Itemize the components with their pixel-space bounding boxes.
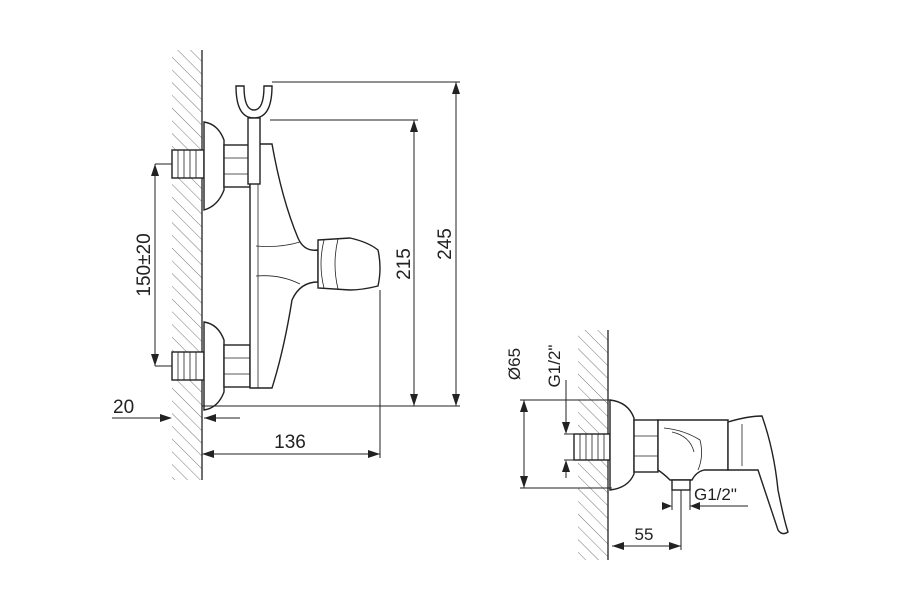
label-outlet-thread: G1/2" — [694, 485, 737, 504]
shower-holder — [235, 85, 273, 185]
dim-outlet-thread: G1/2" — [662, 485, 748, 510]
mixer-handle-right — [727, 415, 789, 535]
upper-escutcheon — [203, 121, 225, 211]
side-view: 150±20 215 245 20 — [112, 50, 460, 480]
inlet-thread-right — [573, 433, 611, 461]
dim-inlet-thread: G1/2" — [545, 345, 578, 478]
label-offset: 20 — [113, 397, 134, 418]
mixer-handle — [317, 237, 381, 291]
upper-nut — [223, 144, 251, 188]
dim-depth: 136 — [202, 290, 381, 458]
dim-outlet-offset: 55 — [612, 490, 682, 550]
lower-escutcheon — [203, 321, 225, 411]
lower-inlet-thread — [171, 351, 205, 381]
dim-offset: 20 — [112, 397, 240, 422]
dim-height-total: 245 — [272, 81, 460, 406]
escutcheon-right — [609, 399, 635, 491]
label-depth: 136 — [274, 432, 306, 453]
label-height-inner: 215 — [394, 248, 415, 280]
label-inlet-thread: G1/2" — [545, 345, 564, 388]
mixer-body-right — [657, 419, 729, 481]
label-flange-diameter: Ø65 — [505, 348, 524, 380]
lower-nut — [223, 344, 251, 388]
outlet-stub — [671, 479, 691, 491]
nut-right — [633, 419, 659, 473]
upper-inlet-thread — [171, 149, 205, 179]
label-inlet-spacing: 150±20 — [134, 233, 155, 296]
wall-hatch-left — [172, 50, 202, 480]
label-height-total: 245 — [435, 228, 456, 260]
dim-height-inner: 215 — [202, 119, 460, 407]
label-outlet-offset: 55 — [635, 525, 654, 544]
dim-inlet-spacing: 150±20 — [134, 163, 172, 367]
front-view: Ø65 G1/2" G1/2" 55 — [505, 330, 789, 560]
